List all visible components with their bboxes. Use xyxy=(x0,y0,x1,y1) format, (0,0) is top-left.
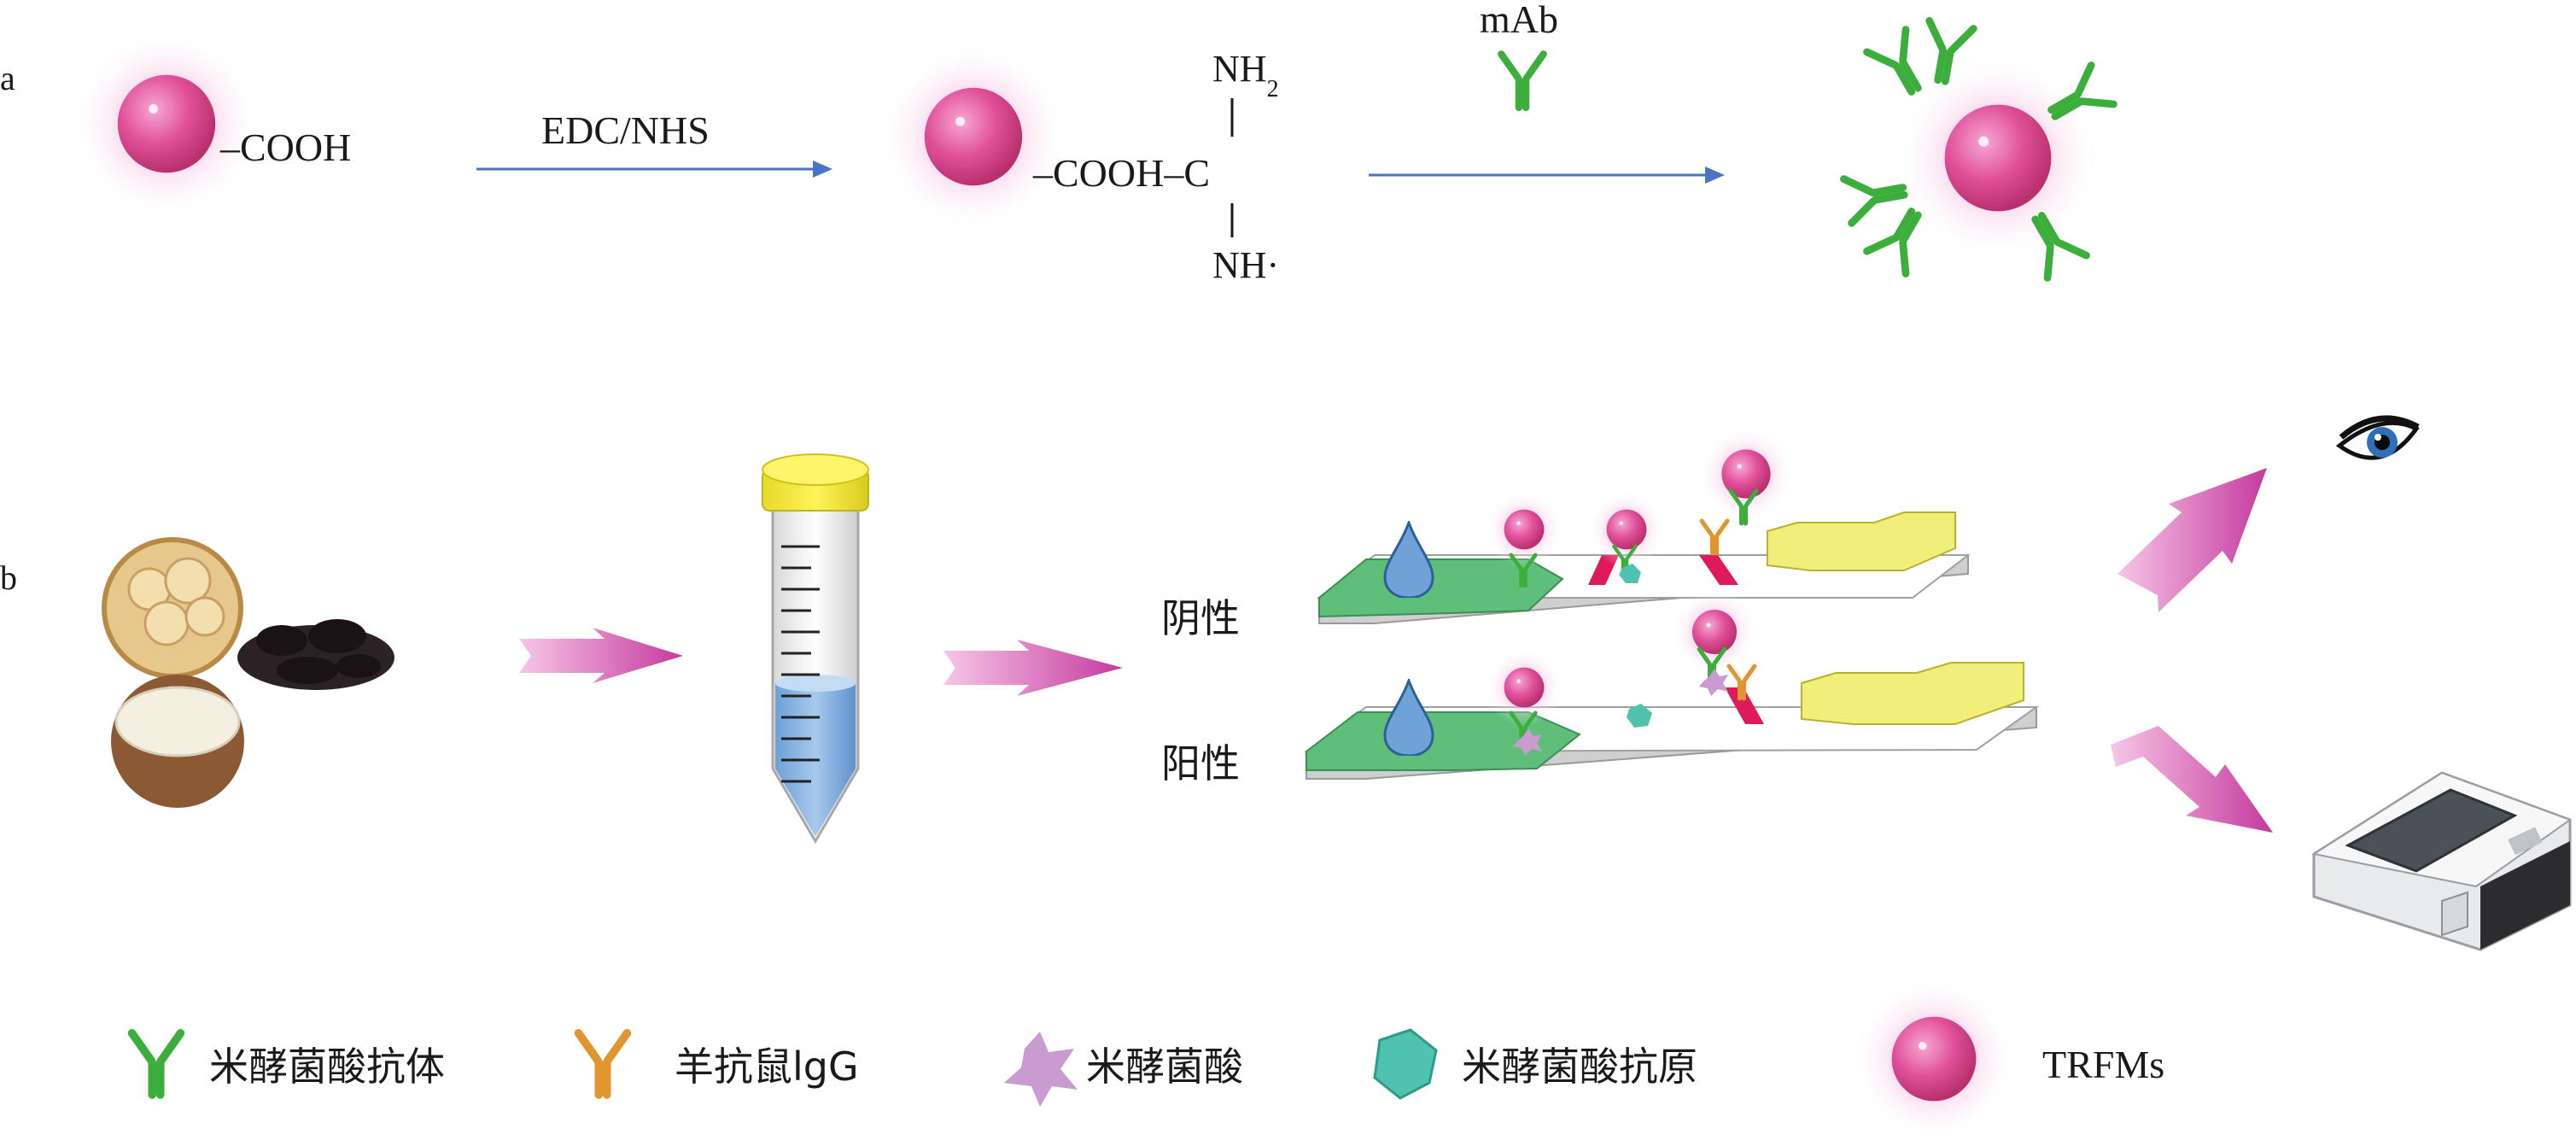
antibody-icon xyxy=(132,1033,181,1095)
eye-icon xyxy=(2335,415,2420,460)
acid-icon xyxy=(1513,728,1542,756)
legend-trfms-label: TRFMs xyxy=(2042,1043,2164,1086)
trfm-bead-icon xyxy=(73,30,260,218)
droplet-icon xyxy=(1383,679,1434,756)
cooh-label: –COOH xyxy=(219,126,351,169)
trfm-bead-icon xyxy=(1486,649,1563,726)
reader-screen xyxy=(2345,788,2518,873)
legend-antigen-label: 米酵菌酸抗原 xyxy=(1462,1044,1697,1090)
fluorescence-reader-icon xyxy=(2311,771,2573,951)
nh2-label: NH2 xyxy=(1212,48,1279,102)
conjugated-bead xyxy=(1843,20,2113,278)
negative-label: 阴性 xyxy=(1161,595,1240,641)
panel-a-label: a xyxy=(0,59,15,97)
cooh-c-label: –COOH–C xyxy=(1032,151,1210,195)
mab-label: mAb xyxy=(1480,0,1558,41)
control-line xyxy=(1725,687,1764,724)
trfm-bead-icon xyxy=(1895,56,2100,260)
arrow-to-eye xyxy=(2117,468,2267,612)
arrow-edc xyxy=(476,161,832,178)
panel-b: b xyxy=(0,415,2573,951)
legend-acid-label: 米酵菌酸 xyxy=(1086,1044,1243,1090)
arrow-tube-to-strip xyxy=(943,640,1123,696)
strip-negative xyxy=(1317,427,1971,624)
arrow-to-reader xyxy=(2111,726,2273,833)
legend-antibody-label: 米酵菌酸抗体 xyxy=(209,1044,445,1090)
centrifuge-tube xyxy=(762,453,869,844)
acid-icon xyxy=(1699,669,1728,696)
antigen-icon xyxy=(1373,1028,1438,1100)
reagent-label: EDC/NHS xyxy=(541,108,710,152)
igg-icon xyxy=(579,1033,628,1095)
control-line xyxy=(1699,555,1738,585)
acid-icon xyxy=(1004,1032,1078,1107)
antigen-icon xyxy=(1619,564,1641,583)
legend-igg-label: 羊抗鼠lgG xyxy=(675,1044,859,1090)
droplet-icon xyxy=(1383,521,1434,598)
sample-pad xyxy=(1306,711,1581,771)
arrow-mab xyxy=(1369,167,1725,184)
trfm-bead-icon xyxy=(1486,491,1563,568)
antibody-icon xyxy=(1501,54,1544,108)
arrow-sample-to-tube xyxy=(519,628,683,683)
igg-icon xyxy=(1702,521,1727,553)
strip-positive xyxy=(1303,589,2040,780)
food-samples xyxy=(102,537,394,808)
trfm-bead-icon xyxy=(879,43,1067,231)
trfm-bead-icon xyxy=(1853,978,2015,1140)
legend: 米酵菌酸抗体 羊抗鼠lgG 米酵菌酸 米酵菌酸抗原 TRFMs xyxy=(132,978,2164,1140)
panel-a: a –COOH EDC/NHS –COOH–C NH2 NH· mAb xyxy=(0,0,2113,286)
panel-b-label: b xyxy=(0,558,17,597)
antigen-icon xyxy=(1627,704,1652,728)
positive-label: 阳性 xyxy=(1161,740,1240,786)
absorbent-pad xyxy=(1801,662,2024,725)
nh-label: NH· xyxy=(1212,244,1279,286)
absorbent-pad xyxy=(1767,512,1956,571)
